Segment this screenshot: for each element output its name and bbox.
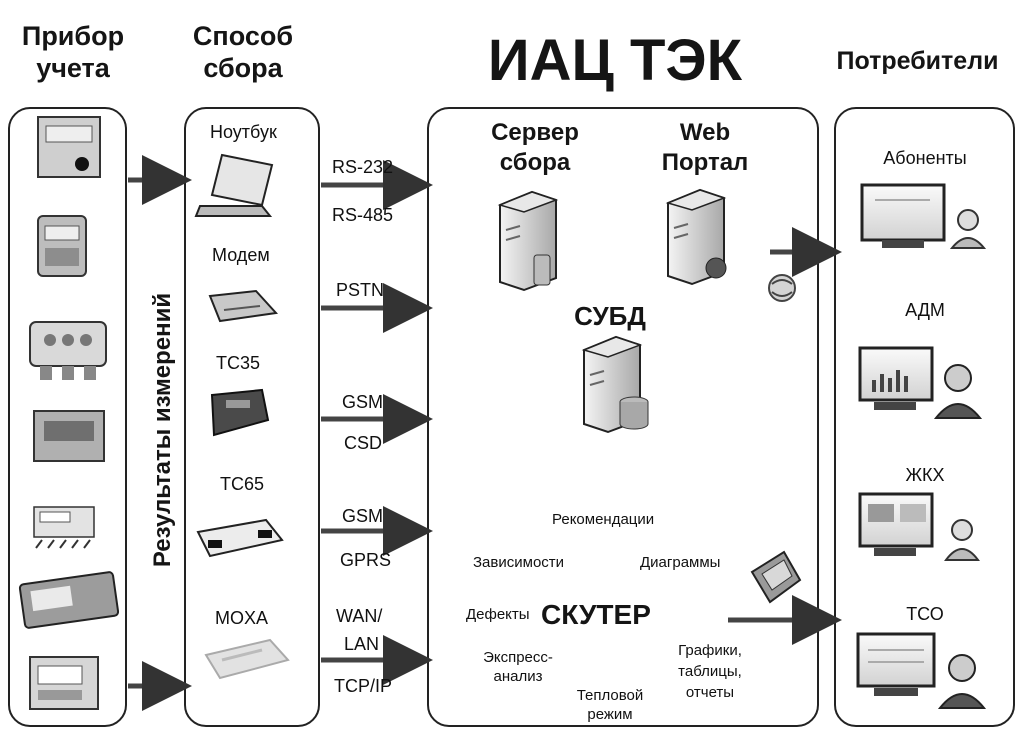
method-moxa-label: MOXA <box>215 608 269 628</box>
adm-monitor-icon <box>858 346 934 410</box>
charts-line2: таблицы, <box>678 663 742 680</box>
link-gprs-label: GPRS <box>340 550 392 570</box>
subscribers-person-icon <box>949 209 987 249</box>
zhkh-person-icon <box>944 519 980 561</box>
collection-server-label: Сервер сбора <box>480 118 590 178</box>
header-consumers: Потребители <box>836 47 999 75</box>
meter-device-6 <box>18 571 120 629</box>
collection-server-line1: Сервер <box>491 119 579 146</box>
link-wan-label: WAN/ <box>336 606 383 626</box>
header-meter: Прибор учета <box>8 20 138 84</box>
collection-server-line2: сбора <box>499 149 571 176</box>
header-method: Способ сбора <box>178 20 308 84</box>
tso-monitor-icon <box>856 632 936 696</box>
express-line2: анализ <box>493 668 543 685</box>
recommendations-label: Рекомендации <box>552 511 655 528</box>
book-icon <box>750 550 802 604</box>
center-title: ИАЦ ТЭК <box>487 28 743 93</box>
method-tc65-label: TC65 <box>220 474 265 494</box>
moxa-icon <box>204 638 290 680</box>
web-portal-label: Web Портал <box>650 118 760 178</box>
link-tcpip-label: TCP/IP <box>334 676 393 696</box>
diagrams-label: Диаграммы <box>640 554 721 571</box>
link-csd-label: CSD <box>344 433 383 453</box>
link-gsm1-label: GSM <box>342 392 384 412</box>
tc35-icon <box>210 388 270 437</box>
laptop-icon <box>194 153 274 217</box>
adm-person-icon <box>933 364 983 419</box>
meter-device-1 <box>37 116 101 178</box>
consumer-adm-label: АДМ <box>905 300 945 320</box>
header-method-line2: сбора <box>203 53 283 83</box>
browser-globe-icon <box>768 274 796 302</box>
meter-device-7 <box>29 656 99 710</box>
link-gsm2-label: GSM <box>342 506 384 526</box>
modem-icon <box>208 289 279 323</box>
dbms-label: СУБД <box>574 301 646 331</box>
collection-server-icon <box>497 190 559 292</box>
thermal-line2: режим <box>587 706 633 723</box>
meter-device-5 <box>33 506 95 549</box>
link-rs485-label: RS-485 <box>332 205 394 225</box>
consumer-zhkh-label: ЖКХ <box>905 465 945 485</box>
charts-tables-reports-label: Графики, таблицы, отчеты <box>670 640 750 703</box>
charts-line1: Графики, <box>678 642 742 659</box>
web-portal-line1: Web <box>679 119 731 146</box>
method-laptop-label: Ноутбук <box>210 122 277 142</box>
express-analysis-label: Экспресс- анализ <box>478 648 558 686</box>
zhkh-monitor-icon <box>858 492 934 556</box>
method-modem-label: Модем <box>212 245 270 265</box>
thermal-line1: Тепловой <box>576 687 644 704</box>
vertical-label: Результаты измерений <box>149 292 176 568</box>
defects-label: Дефекты <box>466 606 530 623</box>
skuter-label: СКУТЕР <box>541 599 651 630</box>
header-meter-line1: Прибор <box>21 21 125 51</box>
header-method-line1: Способ <box>192 21 294 51</box>
web-portal-line2: Портал <box>661 149 749 176</box>
consumer-tso-label: ТСО <box>906 604 944 624</box>
dependencies-label: Зависимости <box>473 554 565 571</box>
tc65-icon <box>196 518 284 558</box>
tso-person-icon <box>937 654 987 709</box>
consumer-subscribers-label: Абоненты <box>883 148 967 168</box>
link-pstn-label: PSTN <box>336 280 385 300</box>
subscribers-monitor-icon <box>860 183 946 248</box>
express-line1: Экспресс- <box>483 649 553 666</box>
dbms-server-icon <box>581 335 649 434</box>
meter-device-3 <box>29 321 107 380</box>
charts-line3: отчеты <box>685 684 735 701</box>
method-tc35-label: TC35 <box>216 353 261 373</box>
link-rs232-label: RS-232 <box>332 157 394 177</box>
meter-device-2 <box>37 215 87 277</box>
web-portal-server-icon <box>665 188 727 286</box>
header-meter-line2: учета <box>36 53 110 83</box>
meter-device-4 <box>33 410 105 462</box>
link-lan-label: LAN <box>344 634 380 654</box>
thermal-mode-label: Тепловой режим <box>572 686 648 724</box>
